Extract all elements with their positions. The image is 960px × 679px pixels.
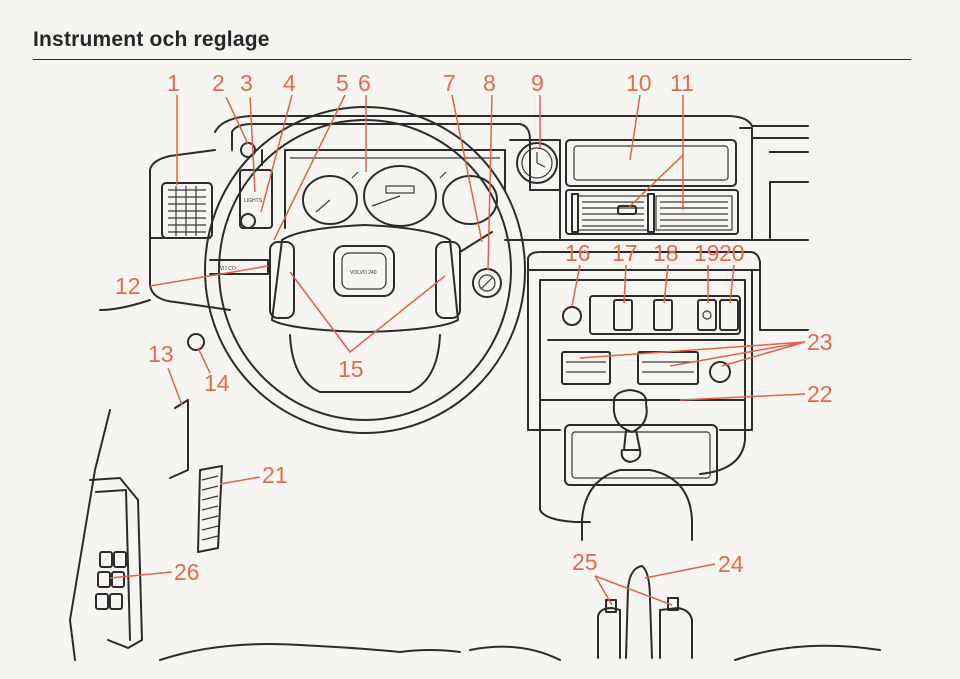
callout-20: 20 <box>719 240 745 266</box>
leader-12 <box>149 265 269 287</box>
callout-16: 16 <box>565 240 591 266</box>
switch-20 <box>719 299 739 331</box>
leader-10 <box>629 94 641 161</box>
callout-24: 24 <box>718 551 744 577</box>
right-stalk <box>459 231 493 253</box>
window-switch-3 <box>97 571 111 588</box>
door-panel <box>89 477 143 649</box>
callout-10: 10 <box>626 70 652 96</box>
center-air-vents <box>571 193 733 233</box>
switch-17 <box>613 299 633 331</box>
tachometer <box>442 175 498 225</box>
callout-18: 18 <box>653 240 679 266</box>
speedometer <box>363 165 437 227</box>
window-switch-6 <box>109 593 123 610</box>
horn-pad <box>333 245 395 297</box>
leader-13 <box>167 367 183 406</box>
ignition-lock <box>472 268 502 298</box>
callout-8: 8 <box>483 70 496 96</box>
callout-19: 19 <box>694 240 720 266</box>
leader-15 <box>289 271 446 354</box>
brand-text: VOLVO 240 <box>350 270 377 276</box>
switch-19 <box>697 299 717 331</box>
switch-row <box>562 295 741 335</box>
leader-11 <box>627 95 684 210</box>
callout-26: 26 <box>174 559 200 585</box>
left-stalk <box>209 259 269 275</box>
callout-9: 9 <box>531 70 544 96</box>
callout-6: 6 <box>358 70 371 96</box>
leader-18 <box>663 264 669 304</box>
instrument-cluster <box>302 165 498 227</box>
callout-numbers: 1 2 3 4 5 6 7 8 9 10 11 12 13 14 15 16 1… <box>115 70 833 585</box>
window-switch-2 <box>113 551 127 568</box>
seat-heater-left <box>605 599 617 613</box>
callout-1: 1 <box>167 70 180 96</box>
steering-stalks: WI / CO <box>209 231 493 275</box>
dashboard-outline <box>69 115 881 661</box>
switch-16 <box>562 306 582 326</box>
climate-controls <box>561 351 731 385</box>
window-switch-4 <box>111 571 125 588</box>
left-gauge <box>302 175 358 225</box>
leader-23 <box>579 341 806 367</box>
callout-17: 17 <box>612 240 638 266</box>
callout-25: 25 <box>572 549 598 575</box>
callout-7: 7 <box>443 70 456 96</box>
accelerator-pedal <box>197 465 223 553</box>
page-title: Instrument och reglage <box>33 28 270 51</box>
leader-22 <box>679 393 806 401</box>
leader-14 <box>197 347 211 374</box>
leader-25 <box>594 575 673 606</box>
dim-knob <box>187 333 205 351</box>
callout-12: 12 <box>115 273 141 299</box>
callout-13: 13 <box>148 341 174 367</box>
leader-lines <box>109 94 806 606</box>
callout-14: 14 <box>204 370 230 396</box>
callout-2: 2 <box>212 70 225 96</box>
callout-23: 23 <box>807 329 833 355</box>
leader-8 <box>487 94 493 271</box>
window-switch-5 <box>95 593 109 610</box>
handbrake-lever <box>625 565 653 659</box>
leader-26 <box>109 571 173 579</box>
callout-21: 21 <box>262 462 288 488</box>
callout-15: 15 <box>338 356 364 382</box>
leader-20 <box>729 264 735 304</box>
climate-knob <box>709 361 731 383</box>
leader-17 <box>623 264 627 304</box>
leader-16 <box>571 264 581 307</box>
leader-4 <box>260 94 293 213</box>
callout-3: 3 <box>240 70 253 96</box>
callout-22: 22 <box>807 381 833 407</box>
callout-5: 5 <box>336 70 349 96</box>
handbrake-area <box>597 565 693 659</box>
leader-21 <box>219 476 261 485</box>
leader-2 <box>225 96 249 145</box>
switch-18 <box>653 299 673 331</box>
window-switch-1 <box>99 551 113 568</box>
leader-24 <box>644 563 716 579</box>
wiper-text: WI / CO <box>218 266 236 272</box>
callout-11: 11 <box>670 70 694 96</box>
clock <box>516 142 558 184</box>
leader-3 <box>249 96 256 193</box>
gear-shift <box>612 389 648 463</box>
steering-wheel: VOLVO 240 <box>204 106 526 434</box>
steering-hub <box>271 224 459 333</box>
title-rule <box>33 59 911 60</box>
callout-4: 4 <box>283 70 296 96</box>
leader-7 <box>451 94 483 243</box>
lights-text: LIGHTS <box>244 198 263 204</box>
leader-5 <box>273 94 346 241</box>
left-air-vent <box>161 182 213 239</box>
